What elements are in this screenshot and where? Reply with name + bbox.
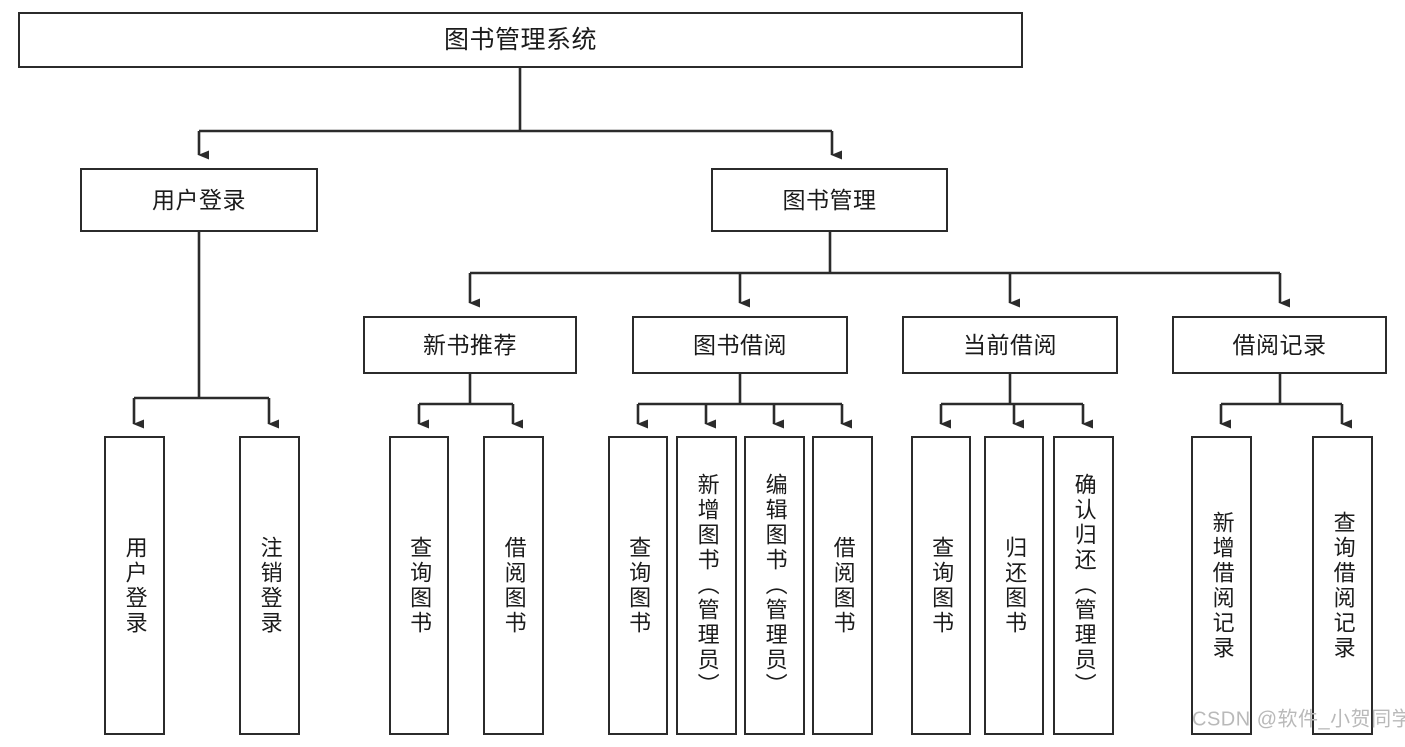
node-book-borrow-label: 图书借阅 <box>693 331 787 358</box>
node-root[interactable]: 图书管理系统 <box>18 12 1023 68</box>
leaf-edit-book-admin[interactable]: 编辑图书（管理员） <box>744 436 805 735</box>
leaf-add-book-admin-label: 新增图书（管理员） <box>694 473 720 698</box>
node-book-borrow[interactable]: 图书借阅 <box>632 316 848 374</box>
leaf-edit-book-admin-label: 编辑图书（管理员） <box>762 473 788 698</box>
node-user-login-label: 用户登录 <box>152 186 246 213</box>
leaf-user-login-label: 用户登录 <box>122 535 148 636</box>
leaf-query-borrow-record-label: 查询借阅记录 <box>1330 510 1356 661</box>
watermark: CSDN @软件_小贺同学 <box>1192 708 1405 731</box>
leaf-add-borrow-record[interactable]: 新增借阅记录 <box>1191 436 1252 735</box>
leaf-add-borrow-record-label: 新增借阅记录 <box>1209 510 1235 661</box>
leaf-logout[interactable]: 注销登录 <box>239 436 300 735</box>
node-book-management[interactable]: 图书管理 <box>711 168 948 232</box>
leaf-return-book-label: 归还图书 <box>1002 535 1028 636</box>
leaf-query-book-borrow-label: 查询图书 <box>626 535 652 636</box>
node-borrow-record-label: 借阅记录 <box>1232 331 1327 358</box>
node-current-borrow-label: 当前借阅 <box>963 331 1057 358</box>
leaf-confirm-return-admin[interactable]: 确认归还（管理员） <box>1053 436 1114 735</box>
node-user-login[interactable]: 用户登录 <box>80 168 318 232</box>
leaf-query-book-current-label: 查询图书 <box>929 535 955 636</box>
leaf-query-book-recommend-label: 查询图书 <box>407 535 433 636</box>
leaf-borrow-book[interactable]: 借阅图书 <box>812 436 873 735</box>
node-new-book-recommend[interactable]: 新书推荐 <box>363 316 577 374</box>
node-book-management-label: 图书管理 <box>782 186 877 213</box>
leaf-return-book[interactable]: 归还图书 <box>984 436 1044 735</box>
leaf-borrow-book-label: 借阅图书 <box>830 535 856 636</box>
leaf-borrow-book-recommend-label: 借阅图书 <box>501 535 527 636</box>
leaf-add-book-admin[interactable]: 新增图书（管理员） <box>676 436 737 735</box>
leaf-logout-label: 注销登录 <box>257 535 283 636</box>
node-current-borrow[interactable]: 当前借阅 <box>902 316 1118 374</box>
leaf-user-login[interactable]: 用户登录 <box>104 436 165 735</box>
leaf-query-book-current[interactable]: 查询图书 <box>911 436 971 735</box>
leaf-confirm-return-admin-label: 确认归还（管理员） <box>1071 473 1097 698</box>
node-new-book-recommend-label: 新书推荐 <box>423 331 517 358</box>
leaf-query-borrow-record[interactable]: 查询借阅记录 <box>1312 436 1373 735</box>
leaf-query-book-borrow[interactable]: 查询图书 <box>608 436 668 735</box>
leaf-borrow-book-recommend[interactable]: 借阅图书 <box>483 436 544 735</box>
node-root-label: 图书管理系统 <box>443 25 597 54</box>
node-borrow-record[interactable]: 借阅记录 <box>1172 316 1387 374</box>
leaf-query-book-recommend[interactable]: 查询图书 <box>389 436 449 735</box>
